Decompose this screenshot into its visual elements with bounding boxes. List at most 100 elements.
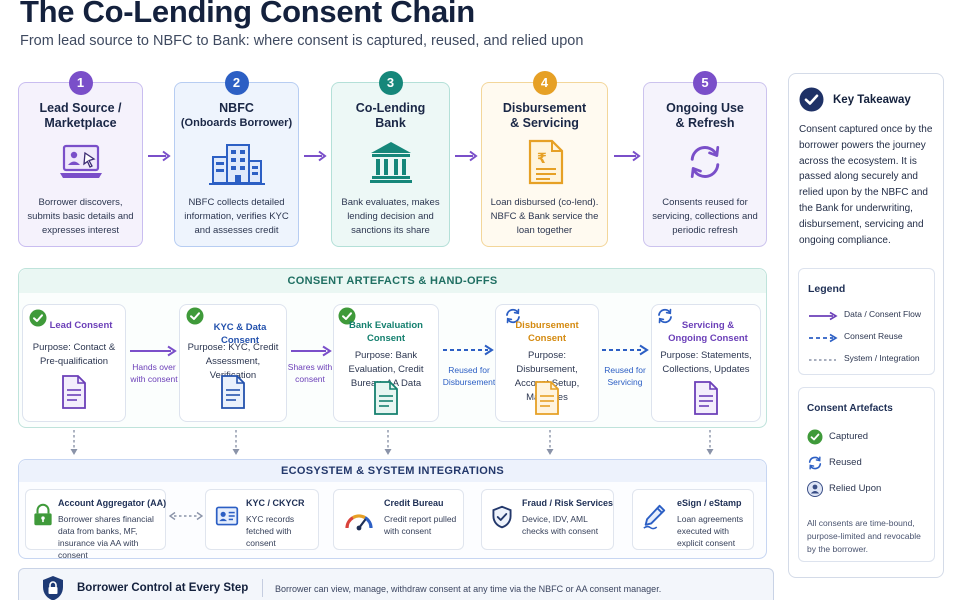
- integration-connector: [232, 430, 240, 455]
- stage-card-co-lending-bank: 3 Co-Lending Bank Bank evaluates, makes …: [331, 71, 450, 247]
- stage-title-line1: Lead Source /: [39, 101, 122, 115]
- integration-connector: [546, 430, 554, 455]
- integration-connector: [384, 430, 392, 455]
- integration-card-kyc-ckycr: KYC / CKYCR KYC records fetched with con…: [205, 489, 319, 550]
- stage-title-line1: Ongoing Use: [666, 101, 744, 115]
- key-takeaway-text: Consent captured once by the borrower po…: [799, 124, 933, 246]
- integration-card-fraud-risk: Fraud / Risk Services Device, IDV, AML c…: [481, 489, 614, 550]
- flow-arrow: [455, 150, 478, 162]
- stage-title: Ongoing Use & Refresh: [648, 101, 762, 131]
- id-card-icon: [215, 506, 239, 526]
- flow-arrow: [148, 150, 171, 162]
- refresh-cycle-icon: [690, 146, 720, 178]
- stage-title-line2: Marketplace: [44, 116, 117, 130]
- borrower-control-title: Borrower Control at Every Step: [77, 582, 249, 594]
- consent-card-servicing: Servicing & Ongoing Consent Purpose: Sta…: [651, 304, 761, 422]
- flow-arrow: [291, 345, 332, 357]
- stage-title: Lead Source / Marketplace: [23, 101, 138, 131]
- integration-description: Credit report pulled with consent: [384, 514, 457, 536]
- stage-description: NBFC collects detailed information, veri…: [184, 197, 289, 236]
- handoff-label: Hands over with consent: [130, 362, 178, 384]
- page-subtitle: From lead source to NBFC to Bank: where …: [20, 33, 584, 49]
- section-heading: ECOSYSTEM & SYSTEM INTEGRATIONS: [19, 460, 766, 482]
- document-icon: [62, 375, 86, 409]
- stage-description: Bank evaluates, makes lending decision a…: [341, 197, 440, 236]
- integration-title: Credit Bureau: [384, 498, 444, 508]
- svg-text:₹: ₹: [537, 151, 547, 167]
- dashed-arrow-icon: [809, 333, 838, 343]
- legend: Legend Data / Consent Flow Consent Reuse…: [798, 268, 935, 375]
- consent-purpose: Purpose: Contact & Pre-qualification: [32, 342, 116, 367]
- stage-title-line2: Bank: [375, 116, 406, 130]
- artefact-label: Captured: [829, 431, 869, 442]
- gauge-icon: [345, 514, 373, 531]
- integration-title: KYC / CKYCR: [246, 498, 305, 508]
- artefact-label: Relied Upon: [829, 483, 882, 494]
- document-icon: [535, 381, 559, 415]
- borrower-control-bar: Borrower Control at Every Step Borrower …: [18, 568, 774, 600]
- solid-arrow-icon: [809, 311, 838, 321]
- stage-card-ongoing-use: 5 Ongoing Use & Refresh Consents reused …: [643, 71, 767, 247]
- bank-building-icon: [369, 142, 412, 183]
- reuse-arrow: [602, 344, 649, 356]
- legend-title: Legend: [808, 283, 846, 295]
- refresh-icon: [658, 308, 672, 324]
- borrower-control-text: Borrower can view, manage, withdraw cons…: [275, 584, 662, 594]
- pen-sign-icon: [643, 504, 666, 530]
- integration-description: Loan agreements executed with explicit c…: [677, 514, 744, 548]
- stage-subtitle: (Onboards Borrower): [180, 117, 293, 129]
- stage-number-badge: 4: [532, 71, 557, 95]
- stage-description: Borrower discovers, submits basic detail…: [27, 197, 134, 236]
- consent-artefacts-key: Consent Artefacts Captured Reused Relied…: [798, 387, 935, 562]
- consent-card-bank-evaluation: Bank Evaluation Consent Purpose: Bank Ev…: [333, 304, 439, 422]
- document-icon: [374, 381, 398, 415]
- check-circle-icon: [338, 307, 356, 325]
- integration-card-account-aggregator: Account Aggregator (AA) Borrower shares …: [25, 489, 167, 560]
- consent-title: Bank Evaluation Consent: [349, 320, 423, 344]
- handoff-label: Reused for Disbursement: [442, 365, 496, 387]
- dotted-line-icon: [809, 359, 836, 361]
- integration-title: Account Aggregator (AA): [58, 498, 167, 508]
- stage-description: Loan disbursed (co-lend). NBFC & Bank se…: [490, 197, 599, 236]
- handoff-label: Shares with consent: [287, 362, 333, 384]
- legend-label: Consent Reuse: [844, 331, 903, 341]
- integration-description: Borrower shares financial data from bank…: [58, 514, 154, 560]
- stage-number-badge: 3: [378, 71, 403, 95]
- bidirectional-connector: [169, 511, 203, 521]
- integration-connector: [706, 430, 714, 455]
- consent-purpose: Purpose: Statements, Collections, Update…: [660, 350, 752, 375]
- refresh-icon: [808, 456, 822, 470]
- integration-card-credit-bureau: Credit Bureau Credit report pulled with …: [333, 489, 464, 550]
- stage-card-nbfc: 2 NBFC (Onboards Borrower) NBFC collects…: [174, 71, 299, 247]
- stage-title-line1: Disbursement: [502, 101, 587, 115]
- integration-title: eSign / eStamp: [677, 498, 742, 508]
- check-circle-icon: [186, 307, 204, 325]
- shield-check-icon: [492, 505, 512, 529]
- stage-number-badge: 2: [224, 71, 249, 95]
- divider: [262, 579, 263, 597]
- page-title: The Co-Lending Consent Chain: [20, 0, 475, 29]
- consent-card-kyc-data: KYC & Data Consent Purpose: KYC, Credit …: [179, 304, 287, 422]
- check-circle-icon: [29, 309, 47, 327]
- check-circle-icon: [807, 429, 823, 445]
- flow-arrow: [130, 345, 177, 357]
- artefact-label: Reused: [829, 457, 862, 468]
- key-takeaway-panel: Key Takeaway Consent captured once by th…: [788, 73, 944, 578]
- integration-title: Fraud / Risk Services: [522, 498, 614, 508]
- padlock-icon: [34, 503, 52, 526]
- stage-number-badge: 5: [693, 71, 717, 95]
- stage-title: NBFC (Onboards Borrower): [179, 101, 294, 131]
- stage-card-lead-source: 1 Lead Source / Marketplace Borrower dis…: [18, 71, 143, 247]
- consent-card-lead: Lead Consent Purpose: Contact & Pre-qual…: [22, 304, 126, 422]
- consent-title: Disbursement Consent: [515, 320, 579, 344]
- integration-description: KYC records fetched with consent: [246, 514, 295, 548]
- integration-card-esign-estamp: eSign / eStamp Loan agreements executed …: [632, 489, 754, 550]
- stage-title-line2: & Refresh: [675, 116, 735, 130]
- rupee-document-icon: ₹: [528, 139, 563, 185]
- shield-lock-icon: [43, 576, 63, 600]
- stage-title: Disbursement & Servicing: [486, 101, 603, 131]
- integration-description: Device, IDV, AML checks with consent: [522, 514, 599, 536]
- stage-title-line2: & Servicing: [510, 116, 579, 130]
- handoff-label: Reused for Servicing: [604, 365, 646, 387]
- user-shield-icon: [807, 481, 823, 497]
